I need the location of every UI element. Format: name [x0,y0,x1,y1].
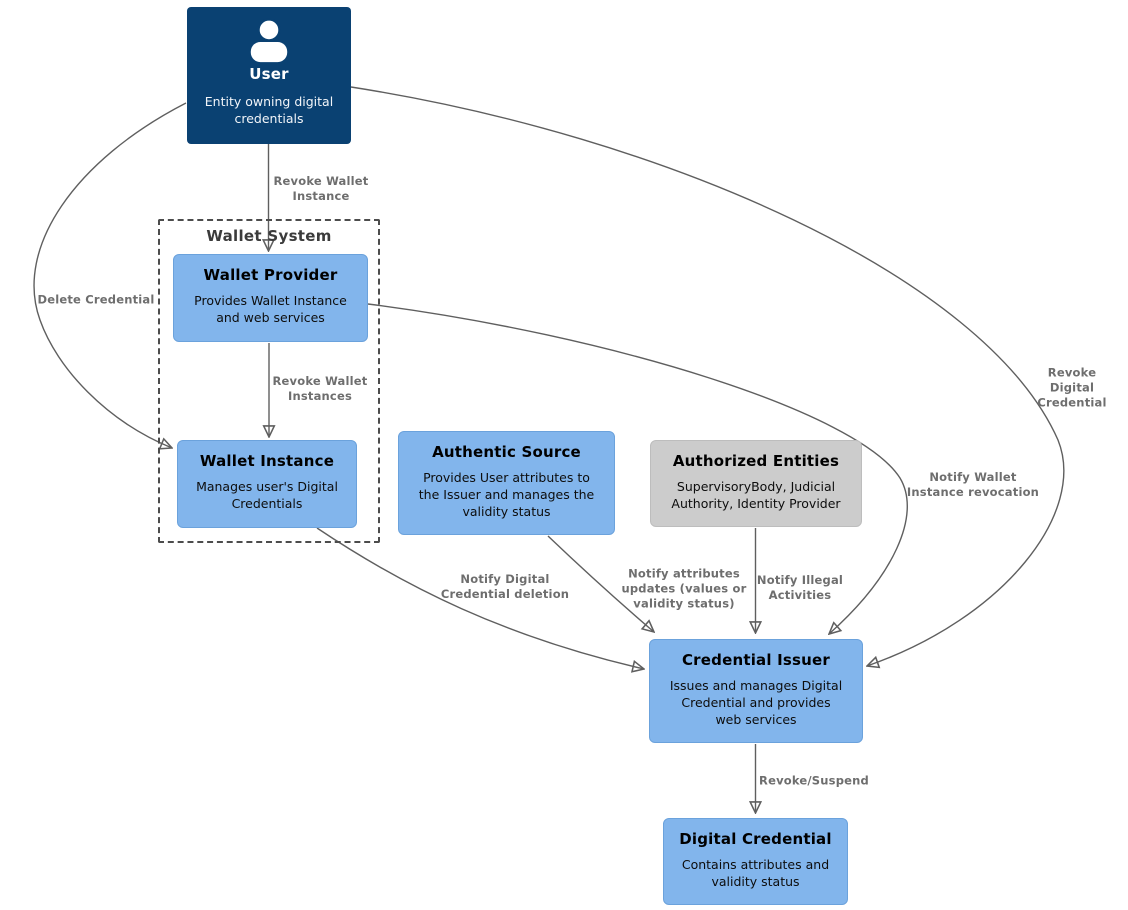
user-title: User [249,65,289,83]
digital-credential-desc: Contains attributes and validity status [681,857,830,889]
edge-label-revoke-suspend: Revoke/Suspend [759,773,869,788]
credential-issuer-title: Credential Issuer [681,651,831,669]
edge-label-revoke-wallet-instance: Revoke Wallet Instance [273,174,369,203]
wallet-system-group: Wallet System [158,219,380,543]
edge-label-notify-attributes-updates: Notify attributes updates (values or val… [621,566,747,611]
wallet-provider-node: Wallet Provider Provides Wallet Instance… [173,254,368,342]
user-desc: Entity owning digital credentials [204,94,334,126]
authorized-entities-title: Authorized Entities [672,452,840,470]
edge-label-revoke-wallet-instances: Revoke Wallet Instances [272,374,368,403]
credential-issuer-desc: Issues and manages Digital Credential an… [669,678,843,727]
digital-credential-title: Digital Credential [679,830,832,848]
edge-label-notify-illegal-activities: Notify Illegal Activities [756,573,844,602]
digital-credential-node: Digital Credential Contains attributes a… [663,818,848,905]
authorized-entities-desc: SupervisoryBody, Judicial Authority, Ide… [671,479,841,511]
edge-delete-credential [33,102,187,448]
person-icon [250,18,288,63]
edge-revoke-digital-credential [350,86,1065,666]
edge-label-delete-credential: Delete Credential [37,292,155,307]
authentic-source-desc: Provides User attributes to the Issuer a… [418,470,595,519]
edge-label-notify-digital-credential-deletion: Notify Digital Credential deletion [440,572,570,601]
wallet-provider-desc: Provides Wallet Instance and web service… [194,293,347,325]
wallet-provider-title: Wallet Provider [203,266,338,284]
edge-notify-digital-credential-deletion [316,527,644,669]
edge-label-revoke-digital-credential: Revoke Digital Credential [1037,365,1107,410]
authorized-entities-node: Authorized Entities SupervisoryBody, Jud… [650,440,862,527]
wallet-instance-node: Wallet Instance Manages user's Digital C… [177,440,357,528]
authentic-source-title: Authentic Source [432,443,581,461]
wallet-instance-title: Wallet Instance [199,452,335,470]
user-node: User Entity owning digital credentials [187,7,351,144]
edge-notify-attributes-updates [547,535,654,632]
authentic-source-node: Authentic Source Provides User attribute… [398,431,615,535]
wallet-instance-desc: Manages user's Digital Credentials [196,479,338,511]
credential-issuer-node: Credential Issuer Issues and manages Dig… [649,639,863,743]
wallet-system-group-title: Wallet System [206,227,332,245]
edge-label-notify-wallet-instance-revocation: Notify Wallet Instance revocation [906,470,1040,499]
edge-notify-wallet-instance-revocation [367,303,908,634]
